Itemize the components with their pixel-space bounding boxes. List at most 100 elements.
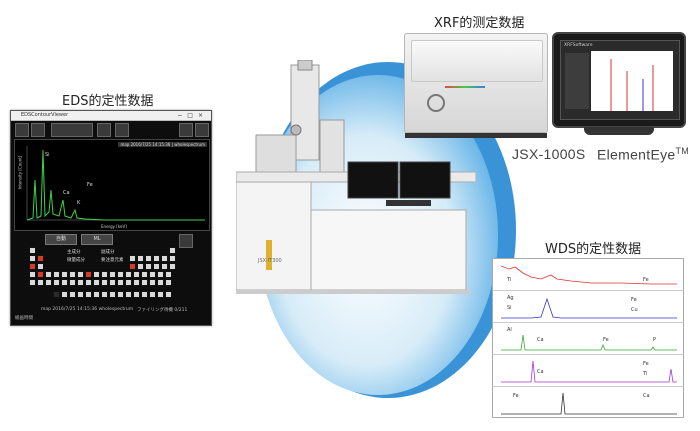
wds-peak-label: Fe bbox=[643, 361, 649, 367]
element-cell[interactable] bbox=[141, 291, 148, 298]
element-cell[interactable] bbox=[29, 271, 36, 278]
element-cell[interactable] bbox=[109, 271, 116, 278]
eds-tool-icon-3[interactable] bbox=[97, 123, 111, 137]
wds-spectrum-row: Ag Si Fe Cu bbox=[493, 291, 683, 323]
element-cell[interactable] bbox=[53, 279, 60, 286]
element-cell[interactable] bbox=[69, 279, 76, 286]
element-cell[interactable] bbox=[29, 255, 36, 262]
element-cell[interactable] bbox=[37, 263, 44, 270]
element-cell[interactable] bbox=[141, 279, 148, 286]
element-cell[interactable] bbox=[169, 263, 176, 270]
element-cell[interactable] bbox=[101, 271, 108, 278]
element-cell[interactable] bbox=[61, 271, 68, 278]
wds-spectrum-graphic bbox=[501, 334, 677, 351]
eds-tool-icon-5[interactable] bbox=[179, 123, 193, 137]
monitor-spectrum-graphic bbox=[591, 51, 673, 111]
eds-tool-icon-2[interactable] bbox=[31, 123, 45, 137]
element-cell[interactable] bbox=[153, 263, 160, 270]
element-cell[interactable] bbox=[29, 279, 36, 286]
element-cell[interactable] bbox=[165, 291, 172, 298]
element-cell[interactable] bbox=[69, 291, 76, 298]
element-cell[interactable] bbox=[149, 279, 156, 286]
element-cell[interactable] bbox=[157, 291, 164, 298]
eds-window-title: EDSContourViewer bbox=[21, 112, 69, 118]
element-cell[interactable] bbox=[109, 291, 116, 298]
element-cell[interactable] bbox=[117, 279, 124, 286]
element-cell[interactable] bbox=[161, 255, 168, 262]
legend-caution: 要注意元素 bbox=[101, 258, 124, 263]
eds-tool-icon-1[interactable] bbox=[15, 123, 29, 137]
element-cell[interactable] bbox=[77, 291, 84, 298]
element-cell[interactable] bbox=[125, 279, 132, 286]
element-cell[interactable] bbox=[125, 271, 132, 278]
element-cell[interactable] bbox=[169, 255, 176, 262]
element-cell[interactable] bbox=[153, 255, 160, 262]
element-cell[interactable] bbox=[37, 279, 44, 286]
element-cell[interactable] bbox=[93, 279, 100, 286]
element-cell[interactable] bbox=[93, 291, 100, 298]
element-cell[interactable] bbox=[93, 271, 100, 278]
element-cell[interactable] bbox=[37, 271, 44, 278]
element-cell[interactable] bbox=[117, 271, 124, 278]
element-cell[interactable] bbox=[29, 263, 36, 270]
element-cell[interactable] bbox=[45, 279, 52, 286]
eds-tool-button[interactable] bbox=[51, 123, 93, 137]
eds-caption: EDS的定性数据 bbox=[62, 94, 154, 109]
element-cell[interactable] bbox=[85, 271, 92, 278]
element-cell[interactable] bbox=[53, 271, 60, 278]
elementeye-monitor-image: XRFSoftware bbox=[552, 32, 686, 135]
wds-peak-label: Cu bbox=[631, 307, 638, 313]
element-cell[interactable] bbox=[129, 255, 136, 262]
element-cell[interactable] bbox=[69, 271, 76, 278]
element-cell[interactable] bbox=[29, 247, 36, 254]
element-cell[interactable] bbox=[145, 263, 152, 270]
element-cell[interactable] bbox=[133, 271, 140, 278]
element-cell[interactable] bbox=[129, 263, 136, 270]
element-cell[interactable] bbox=[137, 255, 144, 262]
element-cell[interactable] bbox=[157, 279, 164, 286]
element-cell[interactable] bbox=[161, 263, 168, 270]
element-cell[interactable] bbox=[125, 291, 132, 298]
xrf-caption: XRF的测定数据 bbox=[434, 16, 525, 31]
element-cell[interactable] bbox=[45, 271, 52, 278]
element-cell[interactable] bbox=[37, 255, 44, 262]
eds-tool-icon-6[interactable] bbox=[179, 234, 193, 248]
element-cell[interactable] bbox=[169, 247, 176, 254]
eds-viewer-window: EDSContourViewer −□× map 2016/7/25 14:15… bbox=[10, 110, 212, 326]
element-cell[interactable] bbox=[61, 279, 68, 286]
element-cell[interactable] bbox=[165, 279, 172, 286]
gear-icon[interactable] bbox=[195, 123, 209, 137]
element-cell[interactable] bbox=[61, 291, 68, 298]
element-cell[interactable] bbox=[85, 279, 92, 286]
wds-spectrum-graphic bbox=[501, 392, 677, 415]
element-cell[interactable] bbox=[117, 291, 124, 298]
wds-spectrum-row: Fe Ca bbox=[493, 387, 683, 418]
element-cell[interactable] bbox=[85, 291, 92, 298]
element-cell[interactable] bbox=[149, 291, 156, 298]
monitor-sidebar bbox=[565, 53, 589, 109]
wds-spectra-panel: Ti Fe Ag Si Fe Cu Al Ca Fe P Ca Fe Ti Fe… bbox=[492, 258, 684, 418]
element-cell[interactable] bbox=[53, 291, 60, 298]
element-cell[interactable] bbox=[133, 291, 140, 298]
element-cell[interactable] bbox=[165, 271, 172, 278]
element-cell[interactable] bbox=[137, 263, 144, 270]
element-cell[interactable] bbox=[149, 271, 156, 278]
elementeye-label: ElementEyeTM bbox=[597, 146, 689, 163]
element-cell[interactable] bbox=[77, 279, 84, 286]
legend-major: 主成分 bbox=[67, 250, 81, 255]
eds-spectrum-graphic bbox=[26, 146, 205, 221]
element-cell[interactable] bbox=[77, 271, 84, 278]
element-cell[interactable] bbox=[133, 279, 140, 286]
element-cell[interactable] bbox=[145, 255, 152, 262]
element-cell[interactable] bbox=[157, 271, 164, 278]
auto-button[interactable]: 自動 bbox=[45, 234, 77, 245]
spectrum-tag: map 2016/7/25 14:15:36 | wholespectrum bbox=[118, 142, 207, 147]
element-cell[interactable] bbox=[101, 291, 108, 298]
monitor-stand bbox=[584, 127, 654, 135]
eds-tool-icon-4[interactable] bbox=[115, 123, 129, 137]
element-cell[interactable] bbox=[101, 279, 108, 286]
window-controls-icon[interactable]: −□× bbox=[177, 112, 208, 119]
ml-button[interactable]: ML bbox=[81, 234, 113, 245]
element-cell[interactable] bbox=[109, 279, 116, 286]
element-cell[interactable] bbox=[141, 271, 148, 278]
